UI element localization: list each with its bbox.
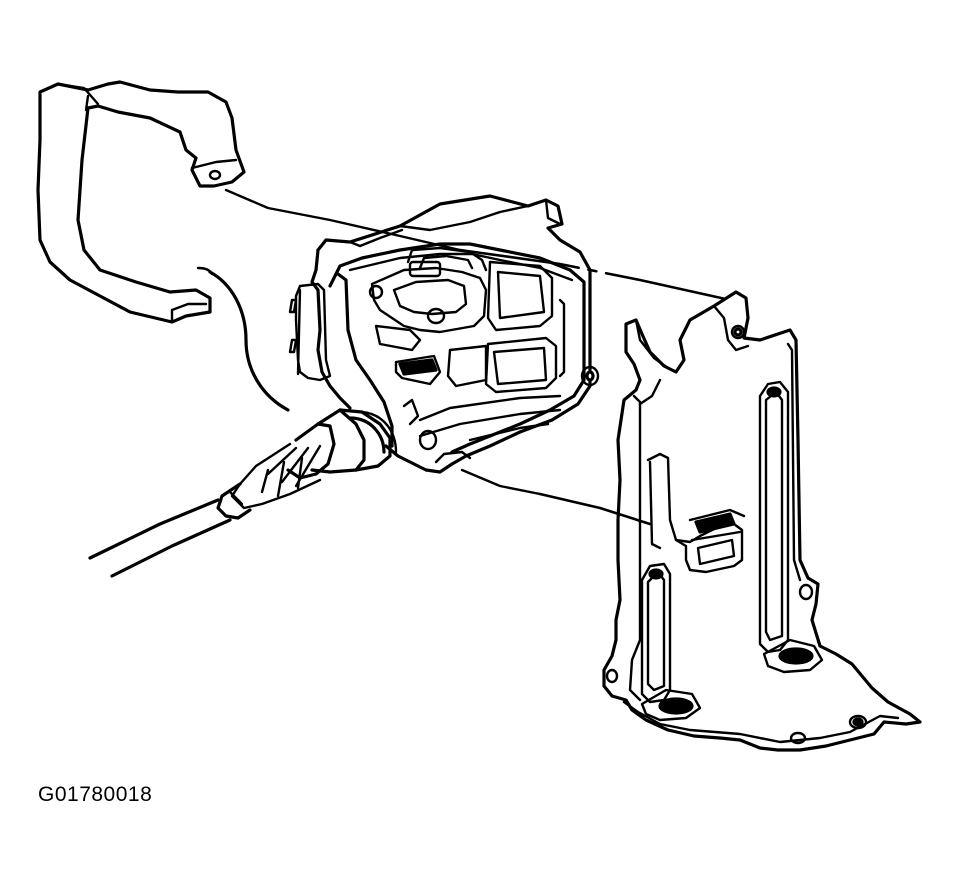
harness-retainer: [36, 80, 290, 412]
electrical-connector: [216, 408, 398, 520]
control-module: [288, 194, 600, 474]
harness-cable: [88, 498, 232, 578]
alignment-lines: [224, 188, 732, 526]
figure-id-label: G01780018: [38, 783, 153, 806]
mounting-bracket: [602, 290, 922, 752]
